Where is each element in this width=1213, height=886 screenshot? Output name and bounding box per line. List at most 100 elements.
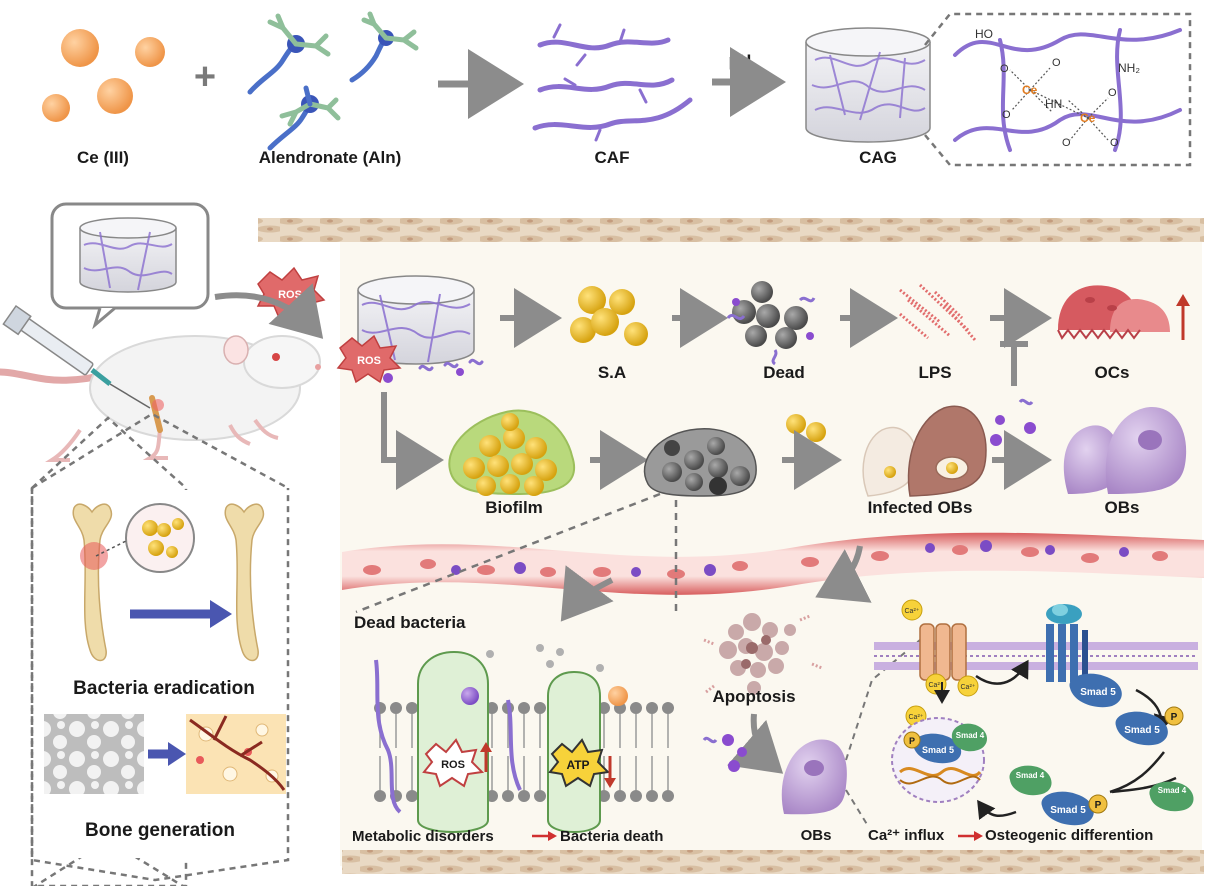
smad4-icon: Smad 4 (1149, 781, 1194, 812)
o-atom: O (1110, 137, 1119, 149)
caf-polymer (532, 23, 693, 142)
ros-badge: ROS (336, 334, 402, 384)
hydrogel-icon (805, 27, 931, 143)
cag-zoom-box: HO NH₂ HN Ce Ce O O O O O O (924, 12, 1192, 167)
ros-text: ROS (357, 355, 381, 367)
smad4-text: Smad 4 (1016, 771, 1045, 780)
syringe-zoom (50, 202, 210, 330)
arrow (975, 659, 1029, 685)
ph-label: pH (729, 51, 752, 70)
ca-ion-text: Ca²⁺ (961, 684, 976, 691)
lps-label: LPS (918, 363, 951, 382)
bacteria-icon (570, 286, 648, 346)
bone-generation-label: Bone generation (85, 820, 235, 841)
complex-icon: Smad 5 P Smad 4 (1009, 765, 1108, 826)
up-arrow-head (480, 742, 492, 752)
connector-dashed (845, 639, 921, 761)
apoptosis-icon (703, 613, 823, 695)
p-text: P (1095, 800, 1102, 811)
smad5-icon: Smad 5 (1069, 673, 1122, 708)
ca-ion-text: Ca²⁺ (905, 608, 920, 615)
dead-label: Dead (763, 363, 805, 382)
smad4-text: Smad 4 (1158, 786, 1187, 795)
tissue-bottom (342, 850, 1204, 874)
smad5-icon: Smad 5 P (1115, 706, 1184, 746)
dead-bacteria-label: Dead bacteria (354, 613, 466, 632)
mouse-icon (0, 335, 321, 462)
smad5-text: Smad 5 (922, 745, 954, 755)
aln-molecule (247, 13, 331, 95)
biofilm-icon (448, 409, 576, 496)
lps-icon (899, 283, 977, 341)
plus-sign: + (194, 56, 216, 98)
connector-dashed (355, 492, 661, 614)
alendronate-molecules (247, 11, 419, 151)
apoptosis-label: Apoptosis (712, 687, 795, 706)
arrow (815, 545, 872, 603)
ros-text: ROS (278, 289, 302, 301)
o-atom: O (1000, 63, 1009, 75)
smad5-text: Smad 5 (1124, 725, 1160, 736)
caf-label: CAF (595, 148, 630, 167)
bacteria-eradication-label: Bacteria eradication (73, 678, 255, 699)
o-atom: O (1108, 87, 1117, 99)
arrow (727, 713, 784, 774)
infected-obs-icon (862, 405, 987, 497)
aln-molecule (349, 11, 419, 83)
ros-badge: ROS (422, 738, 485, 788)
arrow-line (1111, 776, 1177, 794)
ca-influx-label: Ca²⁺ influx (868, 827, 945, 844)
ce-atom: Ce (1080, 111, 1096, 125)
bone-tissue-icon (186, 714, 286, 794)
p-text: P (1171, 712, 1178, 723)
ce-atom: Ce (1022, 83, 1038, 97)
bacteria-zoom (95, 503, 195, 573)
cag-label: CAG (859, 148, 897, 167)
aln-molecule (267, 85, 341, 151)
connector-dashed (845, 789, 869, 827)
hn-label: HN (1045, 97, 1062, 111)
arrow-mouse-to-panel (214, 283, 324, 339)
p-text: P (909, 736, 915, 746)
ho-label: HO (975, 27, 993, 41)
red-arrow-head (974, 831, 983, 841)
arrow (381, 392, 444, 490)
osteogenic-label: Osteogenic differention (985, 827, 1153, 844)
arrow (560, 565, 614, 622)
oc-cells-icon (1057, 285, 1170, 340)
blood-vessel (342, 532, 1204, 595)
smad4-text: Smad 4 (956, 731, 985, 740)
aln-particles (702, 734, 747, 772)
hydrogel-icon (357, 275, 484, 383)
ce-particles (42, 29, 165, 122)
nucleus-icon: Smad 5 P Smad 4 (891, 717, 987, 803)
infected-obs-label: Infected OBs (868, 498, 973, 517)
metabolic-label: Metabolic disorders (352, 828, 494, 845)
arrow (977, 799, 1017, 820)
red-arrow-head (548, 831, 557, 841)
ca-ion-text: Ca²⁺ (909, 714, 924, 721)
biofilm-label: Biofilm (485, 498, 543, 517)
atp-text: ATP (566, 758, 589, 772)
aln-label: Alendronate (Aln) (259, 148, 402, 167)
ocs-label: OCs (1095, 363, 1130, 382)
receptor-icon (1046, 604, 1088, 682)
smad5-text: Smad 5 (1050, 805, 1086, 816)
ca-ion-text: Ca²⁺ (929, 682, 944, 689)
arrow-bone-head (210, 600, 232, 628)
sa-label: S.A (598, 363, 626, 382)
arrow-line (1109, 751, 1165, 794)
dead-bacteria-icon (726, 281, 816, 366)
tissue-top (258, 218, 1204, 242)
syringe-icon (2, 304, 151, 409)
up-arrow-head (1176, 294, 1190, 306)
o-atom: O (1002, 109, 1011, 121)
down-arrow-head (604, 778, 616, 788)
bone-icon (72, 503, 113, 662)
obs-cells-icon (1063, 407, 1187, 494)
bacteria-death-label: Bacteria death (560, 828, 663, 845)
o-atom: O (1052, 57, 1061, 69)
nh2-label: NH₂ (1118, 61, 1140, 75)
smad5-text: Smad 5 (1080, 687, 1116, 698)
